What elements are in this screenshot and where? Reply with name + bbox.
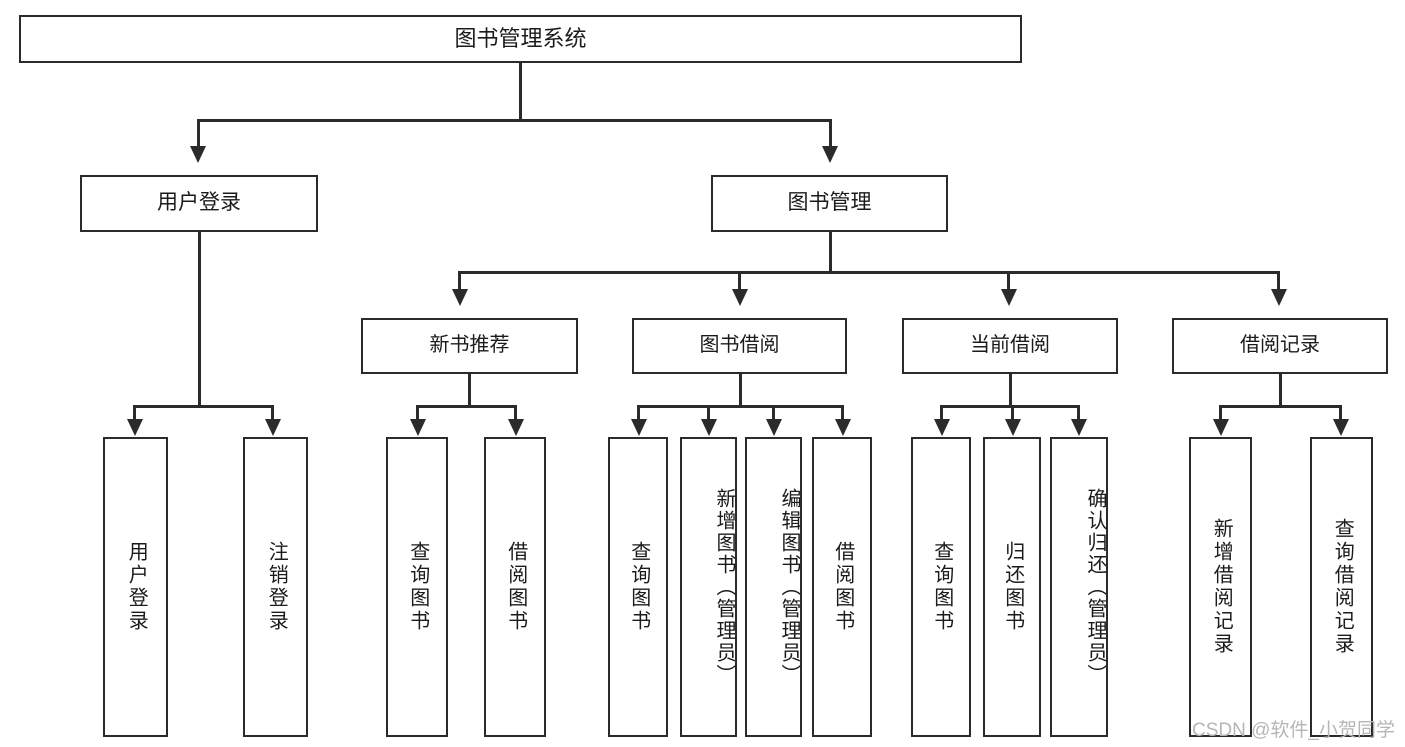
connector-nbr-drop-2	[514, 405, 517, 421]
arrowhead-to-new-book-recommend	[452, 289, 468, 306]
arrowhead-to-book-management	[822, 146, 838, 163]
node-borrow-record[interactable]: 借阅记录	[1172, 318, 1388, 374]
connector-book-management-bar	[458, 271, 1279, 274]
node-label: 用户登录	[125, 541, 148, 633]
arrowhead-to-leaf-confirm-return	[1071, 419, 1087, 436]
node-label: 借阅图书	[504, 541, 527, 633]
connector-cb-stem	[1009, 374, 1012, 406]
leaf-logout[interactable]: 注销登录	[243, 437, 308, 737]
connector-cb-drop-2	[1011, 405, 1014, 421]
connector-book-management-stem	[829, 232, 832, 273]
arrowhead-to-leaf-add-borrow-record	[1213, 419, 1229, 436]
node-label: 确认归还（管理员）	[1084, 488, 1106, 686]
arrowhead-to-leaf-query-borrow-record	[1333, 419, 1349, 436]
arrowhead-to-leaf-borrow-book-nbr	[508, 419, 524, 436]
leaf-user-login[interactable]: 用户登录	[103, 437, 168, 737]
connector-user-login-bar	[133, 405, 273, 408]
connector-bm-drop-3	[1007, 271, 1010, 291]
connector-root-bar	[197, 119, 831, 122]
node-label: 用户登录	[157, 191, 241, 215]
node-label: 新增借阅记录	[1210, 518, 1233, 656]
arrowhead-to-current-borrow	[1001, 289, 1017, 306]
node-user-login[interactable]: 用户登录	[80, 175, 318, 232]
leaf-add-borrow-record[interactable]: 新增借阅记录	[1189, 437, 1252, 737]
connector-bb-stem	[739, 374, 742, 406]
node-label: 注销登录	[265, 541, 288, 633]
leaf-query-borrow-record[interactable]: 查询借阅记录	[1310, 437, 1373, 737]
arrowhead-to-leaf-logout	[265, 419, 281, 436]
leaf-return-book[interactable]: 归还图书	[983, 437, 1041, 737]
node-new-book-recommend[interactable]: 新书推荐	[361, 318, 578, 374]
connector-br-drop-1	[1219, 405, 1222, 421]
connector-bb-drop-3	[772, 405, 775, 421]
leaf-query-book-current[interactable]: 查询图书	[911, 437, 971, 737]
arrowhead-to-leaf-query-book-bb	[631, 419, 647, 436]
connector-br-drop-2	[1339, 405, 1342, 421]
leaf-add-book-admin[interactable]: 新增图书（管理员）	[680, 437, 737, 737]
arrowhead-to-leaf-edit-book	[766, 419, 782, 436]
connector-cb-drop-3	[1077, 405, 1080, 421]
connector-user-login-stem	[198, 232, 201, 406]
node-label: 图书借阅	[699, 334, 780, 357]
node-label: 借阅图书	[831, 541, 854, 633]
connector-bb-drop-4	[841, 405, 844, 421]
connector-nbr-drop-1	[416, 405, 419, 421]
connector-root-drop-left	[197, 119, 200, 147]
arrowhead-to-user-login	[190, 146, 206, 163]
node-label: 归还图书	[1001, 541, 1024, 633]
connector-bb-bar	[637, 405, 843, 408]
node-label: 查询图书	[627, 541, 650, 633]
connector-user-login-drop-1	[133, 405, 136, 421]
connector-bm-drop-1	[458, 271, 461, 291]
node-label: 图书管理	[787, 191, 872, 215]
node-label: 编辑图书（管理员）	[778, 488, 800, 686]
node-book-management[interactable]: 图书管理	[711, 175, 948, 232]
arrowhead-to-leaf-query-book-cb	[934, 419, 950, 436]
leaf-confirm-return-admin[interactable]: 确认归还（管理员）	[1050, 437, 1108, 737]
connector-bm-drop-4	[1277, 271, 1280, 291]
node-current-borrow[interactable]: 当前借阅	[902, 318, 1118, 374]
leaf-query-book-recommend[interactable]: 查询图书	[386, 437, 448, 737]
connector-bm-drop-2	[738, 271, 741, 291]
connector-user-login-drop-2	[271, 405, 274, 421]
node-label: 当前借阅	[970, 334, 1050, 357]
leaf-query-book-borrow[interactable]: 查询图书	[608, 437, 668, 737]
leaf-edit-book-admin[interactable]: 编辑图书（管理员）	[745, 437, 802, 737]
arrowhead-to-borrow-record	[1271, 289, 1287, 306]
node-label: 图书管理系统	[454, 26, 587, 52]
csdn-watermark: CSDN @软件_小贺同学	[1192, 720, 1395, 741]
connector-nbr-bar	[416, 405, 517, 408]
connector-nbr-stem	[468, 374, 471, 406]
arrowhead-to-leaf-add-book	[701, 419, 717, 436]
node-label: 借阅记录	[1240, 334, 1320, 357]
node-label: 查询借阅记录	[1331, 518, 1354, 656]
arrowhead-to-leaf-user-login	[127, 419, 143, 436]
connector-br-bar	[1219, 405, 1341, 408]
leaf-borrow-book-recommend[interactable]: 借阅图书	[484, 437, 546, 737]
connector-root-stem	[519, 63, 522, 120]
connector-bb-drop-1	[637, 405, 640, 421]
node-label: 查询图书	[930, 541, 953, 633]
node-root-book-management-system[interactable]: 图书管理系统	[19, 15, 1022, 63]
arrowhead-to-leaf-query-book-nbr	[410, 419, 426, 436]
connector-bb-drop-2	[707, 405, 710, 421]
arrowhead-to-book-borrow	[732, 289, 748, 306]
connector-cb-bar	[940, 405, 1079, 408]
node-label: 新书推荐	[429, 334, 510, 357]
arrowhead-to-leaf-borrow-book-bb	[835, 419, 851, 436]
connector-cb-drop-1	[940, 405, 943, 421]
arrowhead-to-leaf-return-book	[1005, 419, 1021, 436]
node-book-borrow[interactable]: 图书借阅	[632, 318, 847, 374]
leaf-borrow-book[interactable]: 借阅图书	[812, 437, 872, 737]
connector-br-stem	[1279, 374, 1282, 406]
node-label: 新增图书（管理员）	[713, 488, 735, 686]
node-label: 查询图书	[406, 541, 429, 633]
connector-root-drop-right	[829, 119, 832, 147]
